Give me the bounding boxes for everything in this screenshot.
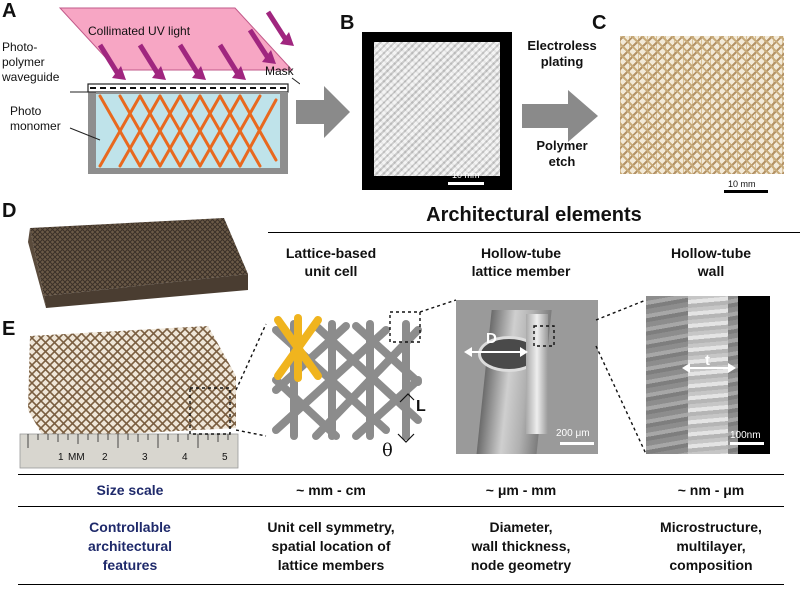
scale-label-b: 10 mm	[452, 170, 480, 180]
hollow-tube-sem-image	[456, 300, 598, 454]
table-bottom-rule	[18, 584, 784, 585]
ruler-number-5: 5	[222, 452, 228, 463]
waveguide-label: Photo- polymer waveguide	[2, 40, 60, 84]
section-title: Architectural elements	[426, 204, 642, 226]
electroless-plating-label: Electroless plating	[527, 38, 597, 69]
polymer-etch-label: Polymer etch	[536, 138, 588, 169]
column-title-tube-wall: Hollow-tube wall	[670, 245, 752, 279]
waveguide-lattice	[98, 94, 278, 168]
panel-label-d: D	[2, 200, 17, 222]
arrow-b-to-c	[522, 90, 598, 142]
arrow-a-to-b	[296, 86, 350, 138]
wall-annotations	[682, 363, 764, 445]
mask-label: Mask	[265, 64, 294, 78]
ruler-unit-label: MM	[68, 452, 85, 463]
monomer-label: Photo monomer	[10, 104, 61, 133]
size-scale-tube-wall: ~ nm - μm	[677, 482, 745, 498]
ruler-number-3: 3	[142, 452, 148, 463]
size-scale-unit-cell: ~ mm - cm	[296, 482, 366, 498]
polymer-lattice-photo	[362, 32, 512, 190]
ruler-number-1: 1	[58, 452, 64, 463]
scale-label-c: 10 mm	[728, 179, 756, 189]
panel-label-e: E	[2, 318, 16, 340]
table-top-rule	[18, 474, 784, 475]
size-scale-lattice-member: ~ μm - mm	[485, 482, 557, 498]
table-middle-rule	[18, 506, 784, 507]
row-label-controllable-features: Controllable architectural features	[87, 519, 173, 573]
panel-label-b: B	[340, 12, 355, 34]
mask-plate	[87, 83, 289, 93]
column-title-unit-cell: Lattice-based unit cell	[285, 245, 377, 279]
features-unit-cell: Unit cell symmetry, spatial location of …	[267, 519, 395, 573]
zoom-lines-wall	[595, 299, 647, 455]
metal-lattice-photo	[614, 30, 790, 180]
uv-light-label: Collimated UV light	[88, 24, 191, 38]
scale-label-member: 200 μm	[556, 428, 590, 439]
diameter-symbol-d: D	[486, 330, 497, 347]
panel-label-c: C	[592, 12, 607, 34]
features-lattice-member: Diameter, wall thickness, node geometry	[470, 519, 572, 573]
unit-cell-diagram	[236, 299, 456, 443]
column-title-lattice-member: Hollow-tube lattice member	[471, 245, 571, 279]
row-label-size-scale: Size scale	[96, 482, 164, 498]
title-rule	[268, 232, 800, 233]
ruler-number-2: 2	[102, 452, 108, 463]
length-symbol-l: L	[416, 398, 426, 415]
features-tube-wall: Microstructure, multilayer, composition	[660, 519, 762, 573]
panel-label-a: A	[2, 0, 17, 22]
scale-label-wall: 100nm	[730, 430, 761, 441]
panel-a-schematic	[58, 7, 300, 174]
scale-bar-b	[448, 182, 484, 185]
tube-wall-sem-image	[646, 296, 770, 454]
uv-light-beam	[58, 7, 294, 71]
panel-e-photo	[19, 326, 239, 469]
uv-arrows	[97, 10, 294, 80]
panel-d-photo	[28, 218, 248, 308]
member-annotations	[464, 325, 594, 445]
angle-symbol-theta: θ	[382, 440, 393, 461]
ruler-number-4: 4	[182, 452, 188, 463]
thickness-symbol-t: t	[705, 352, 710, 369]
scale-bar-c	[724, 190, 768, 193]
